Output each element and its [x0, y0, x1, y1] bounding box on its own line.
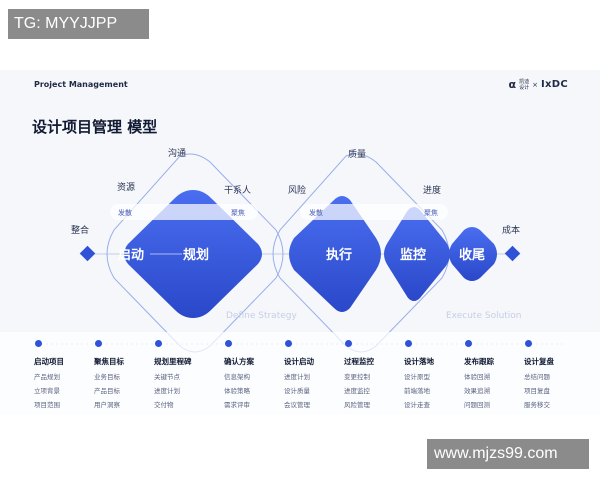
timeline-dot	[285, 340, 292, 347]
timeline-dot	[155, 340, 162, 347]
step-item: 服务移交	[524, 401, 550, 409]
step-item: 交付物	[154, 401, 174, 409]
step-item: 产品目标	[94, 387, 120, 395]
step-item: 信息架构	[224, 373, 250, 381]
timeline-step: 设计启动 进度计划 设计质量 会议管理	[284, 340, 346, 409]
timeline-dot	[345, 340, 352, 347]
logo-text-2: 设计	[519, 84, 530, 91]
timeline-step: 确认方案 信息架构 体验策略 需求评审	[224, 340, 286, 409]
step-item: 进度监控	[344, 387, 370, 395]
step-item: 体验回溯	[464, 373, 490, 381]
step-item: 变更控制	[344, 373, 370, 381]
step-item: 设计原型	[404, 373, 430, 381]
ghost-define-strategy: Define Strategy	[226, 311, 297, 321]
step-item: 会议管理	[284, 401, 310, 409]
step-item: 设计质量	[284, 387, 310, 395]
slide: Project Management α 凯迪 设计 × IxDC 设计项目管理…	[0, 70, 600, 415]
band-left	[110, 204, 258, 220]
step-item: 设计走查	[404, 401, 430, 409]
logo: α 凯迪 设计 × IxDC	[509, 78, 568, 91]
step-title: 设计启动	[284, 357, 314, 366]
logo-cross: ×	[532, 80, 538, 89]
step-title: 过程监控	[344, 357, 374, 366]
label-jindu: 进度	[423, 186, 442, 196]
step-title: 规划里程碑	[154, 357, 192, 366]
shape-label-shouwei: 收尾	[459, 248, 486, 263]
step-item: 前端落地	[404, 387, 430, 395]
timeline-step: 设计落地 设计原型 前端落地 设计走查	[404, 340, 466, 409]
shape-label-jiankong: 监控	[400, 248, 427, 263]
timeline: 启动项目 产品规划 立项背景 项目范围 聚焦目标 业务目标 产品目标 用户洞察 …	[0, 332, 600, 415]
step-item: 体验策略	[224, 387, 250, 395]
label-start: 整合	[71, 226, 90, 236]
mini-fasan-2: 发散	[309, 209, 323, 217]
logo-mark: α	[508, 78, 517, 91]
step-item: 项目范围	[34, 401, 60, 409]
label-ganxiren: 干系人	[224, 186, 252, 196]
mini-jujiao-2: 聚焦	[424, 209, 438, 217]
label-zhiliang: 质量	[348, 150, 367, 160]
step-title: 设计复盘	[524, 357, 554, 366]
start-diamond	[79, 245, 96, 262]
logo-text-block: 凯迪 设计	[519, 79, 529, 91]
page-title: 设计项目管理 模型	[32, 118, 158, 136]
logo-text-1: 凯迪	[519, 78, 530, 85]
step-item: 进度计划	[284, 373, 310, 381]
timeline-step: 设计复盘 总结问题 项目复盘 服务移交	[524, 340, 586, 409]
step-item: 总结问题	[524, 373, 550, 381]
shape-execute	[289, 196, 381, 312]
timeline-step: 过程监控 变更控制 进度监控 风险管理	[344, 340, 406, 409]
label-fengxian: 风险	[288, 186, 307, 196]
timeline-step: 发布跟踪 体验回溯 效果追溯 问题回测	[464, 340, 526, 409]
step-item: 立项背景	[34, 387, 60, 395]
step-item: 问题回测	[464, 401, 490, 409]
timeline-dot	[525, 340, 532, 347]
logo-ixdc: IxDC	[540, 79, 568, 90]
shape-close	[449, 227, 497, 281]
shape-define	[124, 190, 262, 318]
step-item: 效果追溯	[464, 387, 490, 395]
timeline-step: 聚焦目标 业务目标 产品目标 用户洞察	[94, 340, 156, 409]
step-item: 风险管理	[344, 401, 370, 409]
watermark-top-left: TG: MYYJJPP	[8, 9, 149, 39]
mini-jujiao-1: 聚焦	[231, 209, 245, 217]
step-item: 需求评审	[224, 401, 250, 409]
shape-monitor	[384, 207, 450, 301]
shape-label-qidong: 启动	[118, 248, 145, 263]
timeline-step: 规划里程碑 关键节点 进度计划 交付物	[154, 340, 216, 409]
mini-fasan-1: 发散	[118, 209, 132, 217]
band-right	[300, 204, 448, 220]
header-title: Project Management	[34, 80, 128, 89]
timeline-step: 启动项目 产品规划 立项背景 项目范围	[34, 340, 96, 409]
timeline-dot	[465, 340, 472, 347]
step-title: 设计落地	[404, 357, 434, 366]
shape-label-guihua: 规划	[183, 248, 210, 263]
step-item: 项目复盘	[524, 387, 550, 395]
label-end: 成本	[502, 226, 521, 236]
timeline-dot	[225, 340, 232, 347]
step-item: 关键节点	[154, 373, 180, 381]
watermark-bottom-right: www.mjzs99.com	[427, 439, 589, 469]
timeline-dot	[95, 340, 102, 347]
step-title: 启动项目	[34, 357, 64, 366]
timeline-dot	[405, 340, 412, 347]
step-item: 用户洞察	[94, 401, 120, 409]
step-item: 进度计划	[154, 387, 180, 395]
end-diamond	[504, 245, 521, 262]
step-item: 产品规划	[34, 373, 60, 381]
step-title: 确认方案	[224, 357, 254, 366]
label-goutong: 沟通	[168, 149, 187, 159]
ghost-execute-solution: Execute Solution	[446, 311, 522, 321]
step-item: 业务目标	[94, 373, 120, 381]
shape-label-zhixing: 执行	[326, 248, 353, 263]
step-title: 聚焦目标	[94, 357, 124, 366]
step-title: 发布跟踪	[464, 357, 494, 366]
timeline-dot	[35, 340, 42, 347]
label-ziyuan: 资源	[117, 183, 136, 193]
